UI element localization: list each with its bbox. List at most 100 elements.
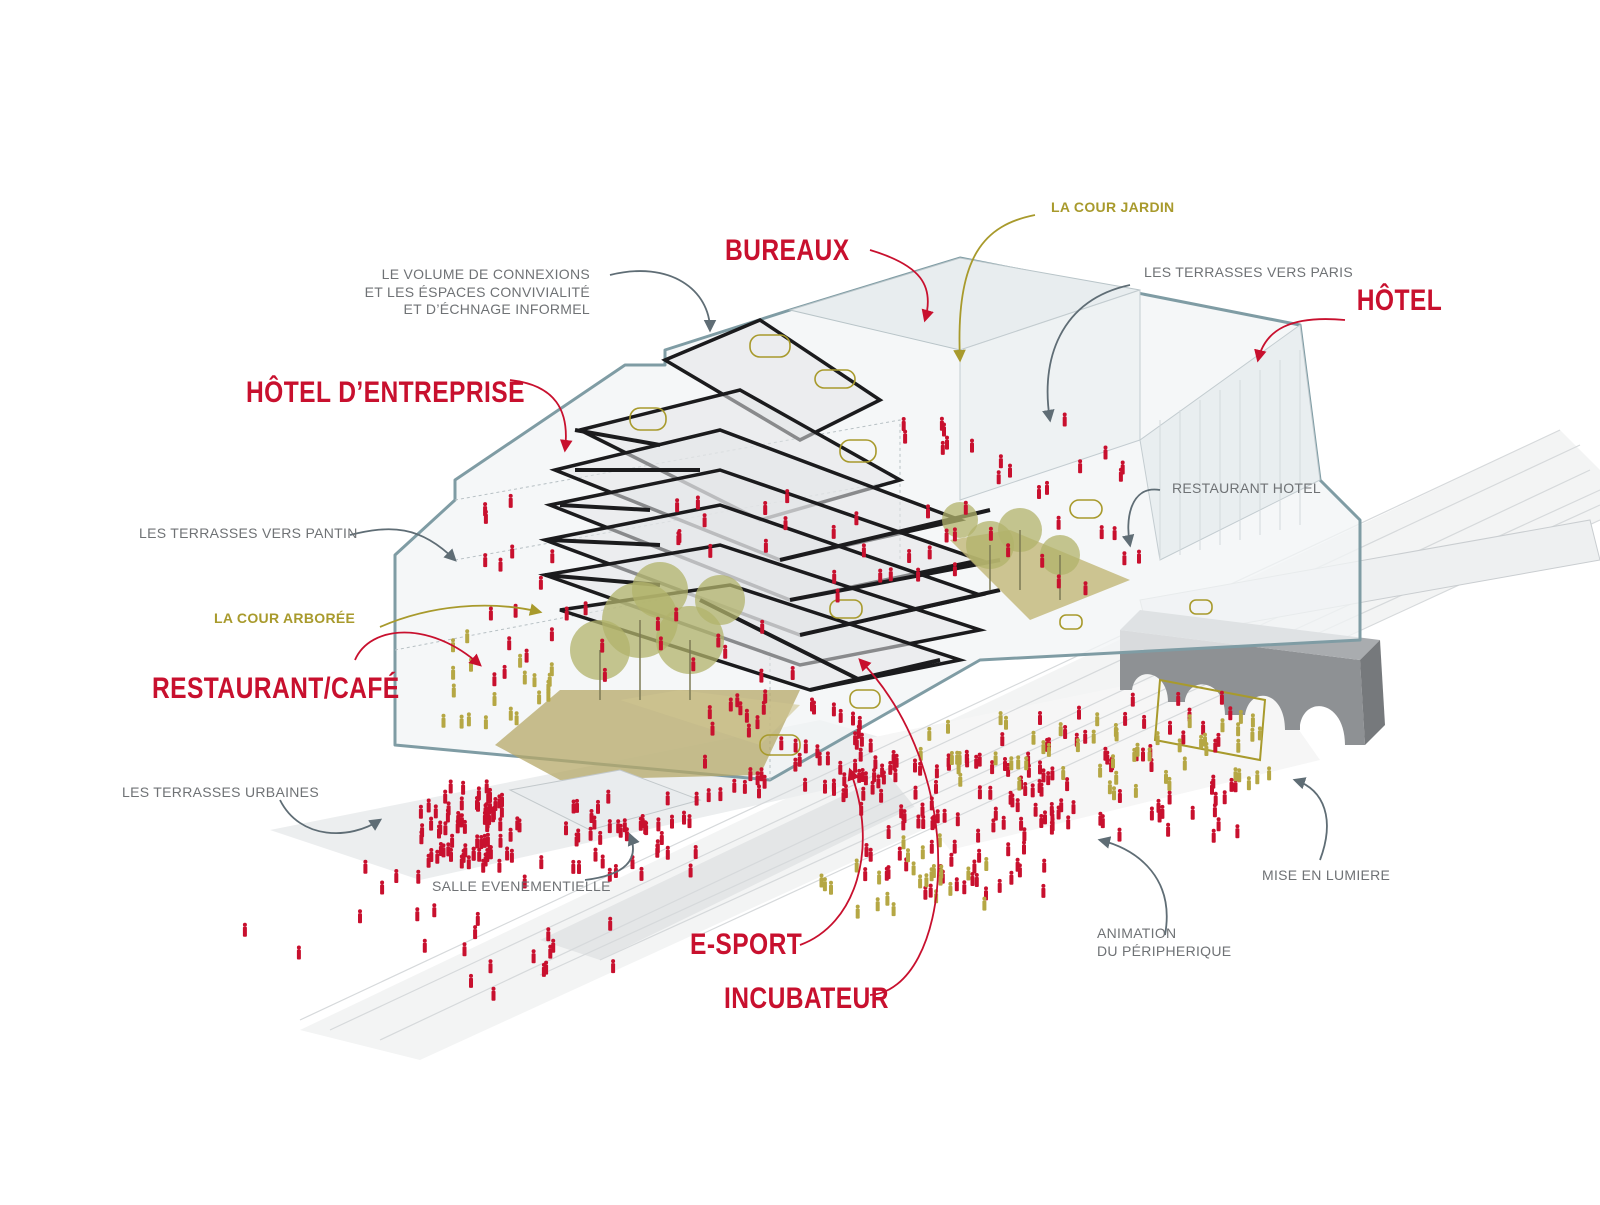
person-figure [825,751,830,766]
person-figure [863,771,868,786]
arrow-volume-connexions [609,270,717,333]
person-figure-gold [1095,712,1100,727]
person-figure [1001,815,1006,830]
person-figure-gold [924,873,929,888]
person-figure [429,816,434,831]
person-figure [513,603,518,618]
person-figure [443,821,448,836]
person-figure [888,567,893,582]
person-figure [1122,551,1127,566]
person-figure [1056,574,1061,589]
person-figure [564,821,568,836]
person-figure [550,549,555,564]
person-figure [479,835,484,849]
person-figure [854,511,859,526]
person-figure-gold [466,712,471,727]
person-figure [944,528,949,543]
person-figure [876,774,881,789]
person-figure [446,801,451,816]
person-figure [583,601,588,616]
person-figure [469,973,473,988]
person-figure [913,758,917,773]
arrow-restaurant-cafe [354,631,482,667]
person-figure [759,767,764,782]
person-figure [797,752,802,767]
person-figure [803,739,808,754]
person-figure-gold [1233,767,1238,782]
person-figure [881,770,886,785]
person-figure [593,847,598,862]
person-figure [870,780,875,795]
person-figure-gold [854,858,859,873]
person-figure [988,526,993,541]
person-figure-gold [1004,715,1008,730]
arrow-salle-evenementielle [584,832,640,881]
person-figure [891,750,896,764]
person-figure-gold [1167,776,1172,791]
person-figure [483,852,488,867]
person-figure [974,873,979,887]
person-figure [1050,766,1055,781]
person-figure [1117,827,1122,842]
person-figure [923,885,928,900]
person-figure [517,818,522,833]
person-figure [450,833,455,848]
person-figure [498,817,503,832]
label-terrasses-urbaines: LES TERRASSES URBAINES [122,784,319,800]
person-figure [674,607,679,622]
person-figure [710,721,715,736]
arrow-cour-jardin [953,214,1036,363]
person-figure [916,814,921,829]
person-figure-gold [465,629,470,644]
person-figure-gold [891,902,896,917]
person-figure [927,545,932,560]
person-figure [502,664,507,679]
person-figure [640,814,645,828]
person-figure [656,817,661,832]
person-figure-gold [1041,740,1046,755]
person-figure-gold [1164,769,1168,784]
person-figure-gold [532,673,537,688]
person-figure [473,925,478,940]
person-figure [358,909,362,924]
person-figure-gold [1075,738,1080,753]
person-figure [746,723,751,738]
person-figure [853,758,858,773]
person-figure [1066,815,1071,830]
person-figure-gold [451,665,456,680]
label-incubateur: INCUBATEUR [724,982,889,1015]
person-figure [851,711,855,726]
person-figure [607,819,612,834]
person-figure-gold [829,880,833,895]
person-figure-gold [1177,738,1182,753]
person-figure-gold [537,690,542,705]
person-figure [888,760,893,775]
person-figure [493,797,498,811]
person-figure [415,907,420,922]
arrow-cour-arboree [379,603,543,628]
person-figure [531,949,536,964]
arrow-mise-en-lumiere [1292,777,1328,861]
person-figure [575,798,579,813]
label-restaurant-hotel: RESTAURANT HOTEL [1172,480,1321,496]
person-figure [1099,525,1104,540]
person-figure [940,440,945,455]
person-figure [1100,814,1105,829]
person-figure [488,606,493,621]
arrow-bureaux [869,249,934,323]
person-figure [418,804,423,819]
person-figure [522,874,527,889]
person-figure [1006,762,1011,777]
person-figure [665,791,670,806]
person-figure [463,843,468,858]
person-figure [1015,798,1020,813]
person-figure [763,501,768,515]
person-figure-gold [459,714,464,729]
person-figure [949,852,954,867]
person-figure [485,814,490,829]
person-figure-gold [1031,730,1036,745]
person-figure-gold [522,670,527,685]
person-figure [1181,730,1186,745]
person-figure-gold [984,857,989,871]
